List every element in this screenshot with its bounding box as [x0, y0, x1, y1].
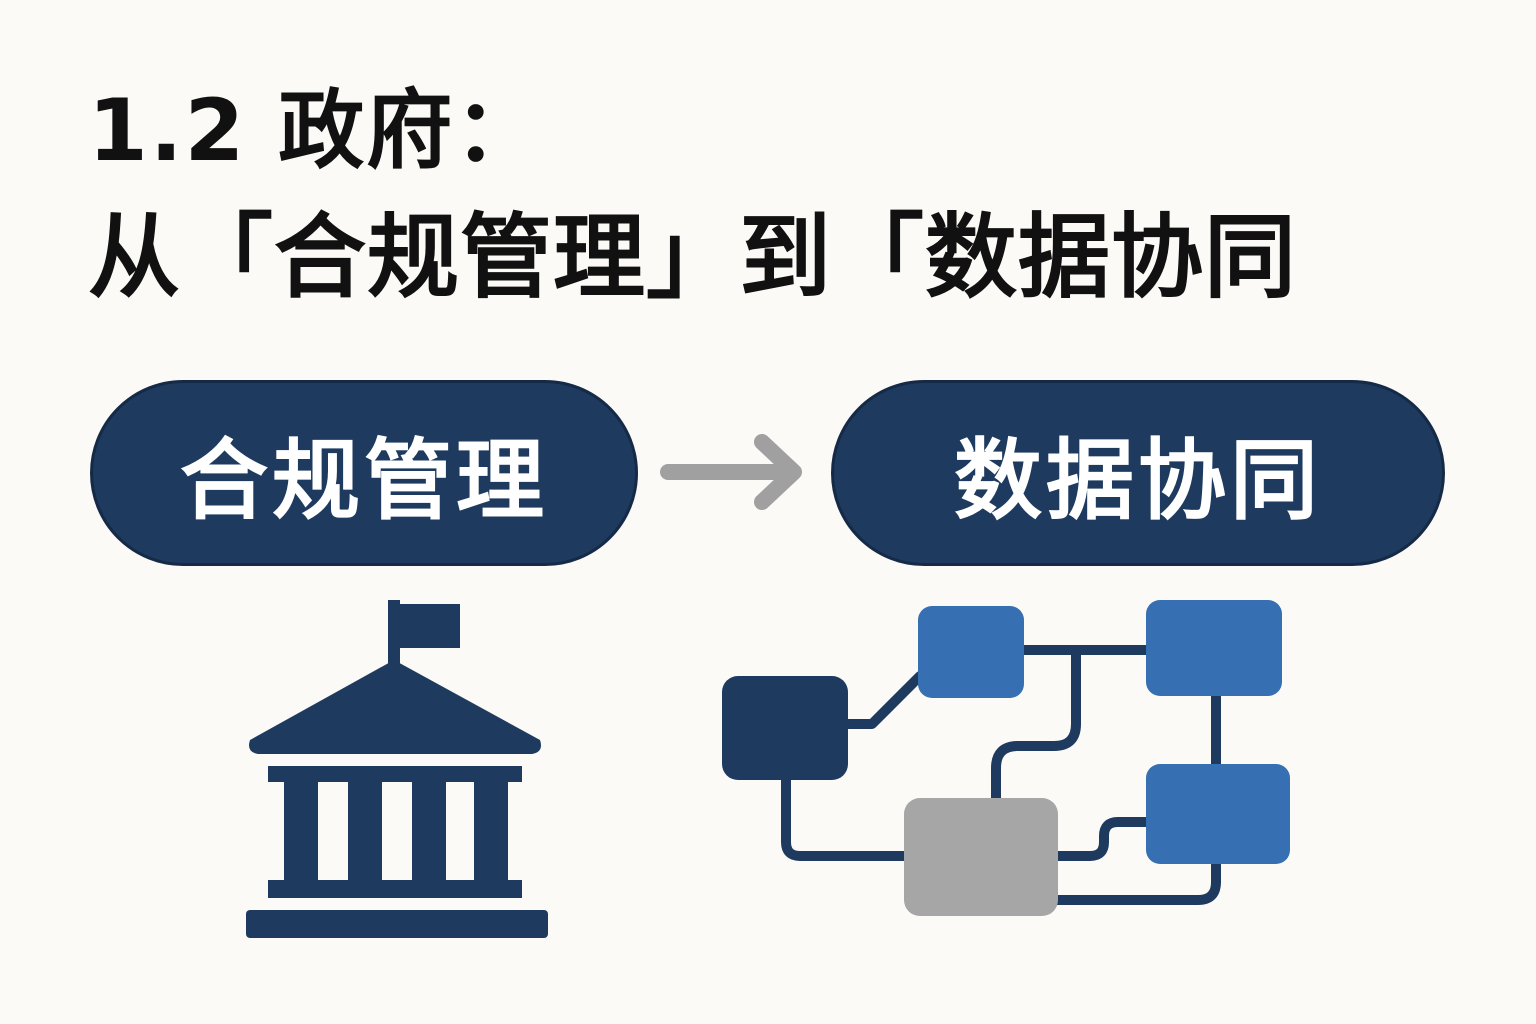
building-column: [348, 782, 382, 880]
building-column: [412, 782, 446, 880]
connector: [781, 773, 911, 861]
compliance-management-pill: 合规管理: [90, 380, 638, 566]
building-entablature: [268, 766, 522, 782]
blue-node: [918, 606, 1024, 698]
building-roof: [249, 660, 541, 754]
building-column: [284, 782, 318, 880]
data-collaboration-label: 数据协同: [953, 428, 1322, 532]
connector: [841, 671, 925, 729]
building-step: [268, 880, 522, 898]
connector: [1051, 817, 1155, 861]
data-network-icon: [722, 600, 1290, 916]
navy-node: [722, 676, 848, 780]
flag: [396, 604, 460, 648]
blue-node: [1146, 764, 1290, 864]
government-building-icon: [246, 600, 548, 938]
title-line-2: 从「合规管理」到「数据协同: [88, 204, 1298, 311]
building-base: [246, 910, 548, 938]
blue-node: [1146, 600, 1282, 696]
transition-arrow-icon: [660, 434, 802, 510]
gray-node: [904, 798, 1058, 916]
data-collaboration-pill: 数据协同: [831, 380, 1445, 566]
connector: [1051, 857, 1221, 905]
network-connectors: [781, 645, 1221, 905]
title-line-1: 1.2 政府：: [88, 81, 543, 181]
compliance-management-label: 合规管理: [179, 428, 548, 532]
building-column: [474, 782, 508, 880]
connector: [991, 645, 1081, 805]
